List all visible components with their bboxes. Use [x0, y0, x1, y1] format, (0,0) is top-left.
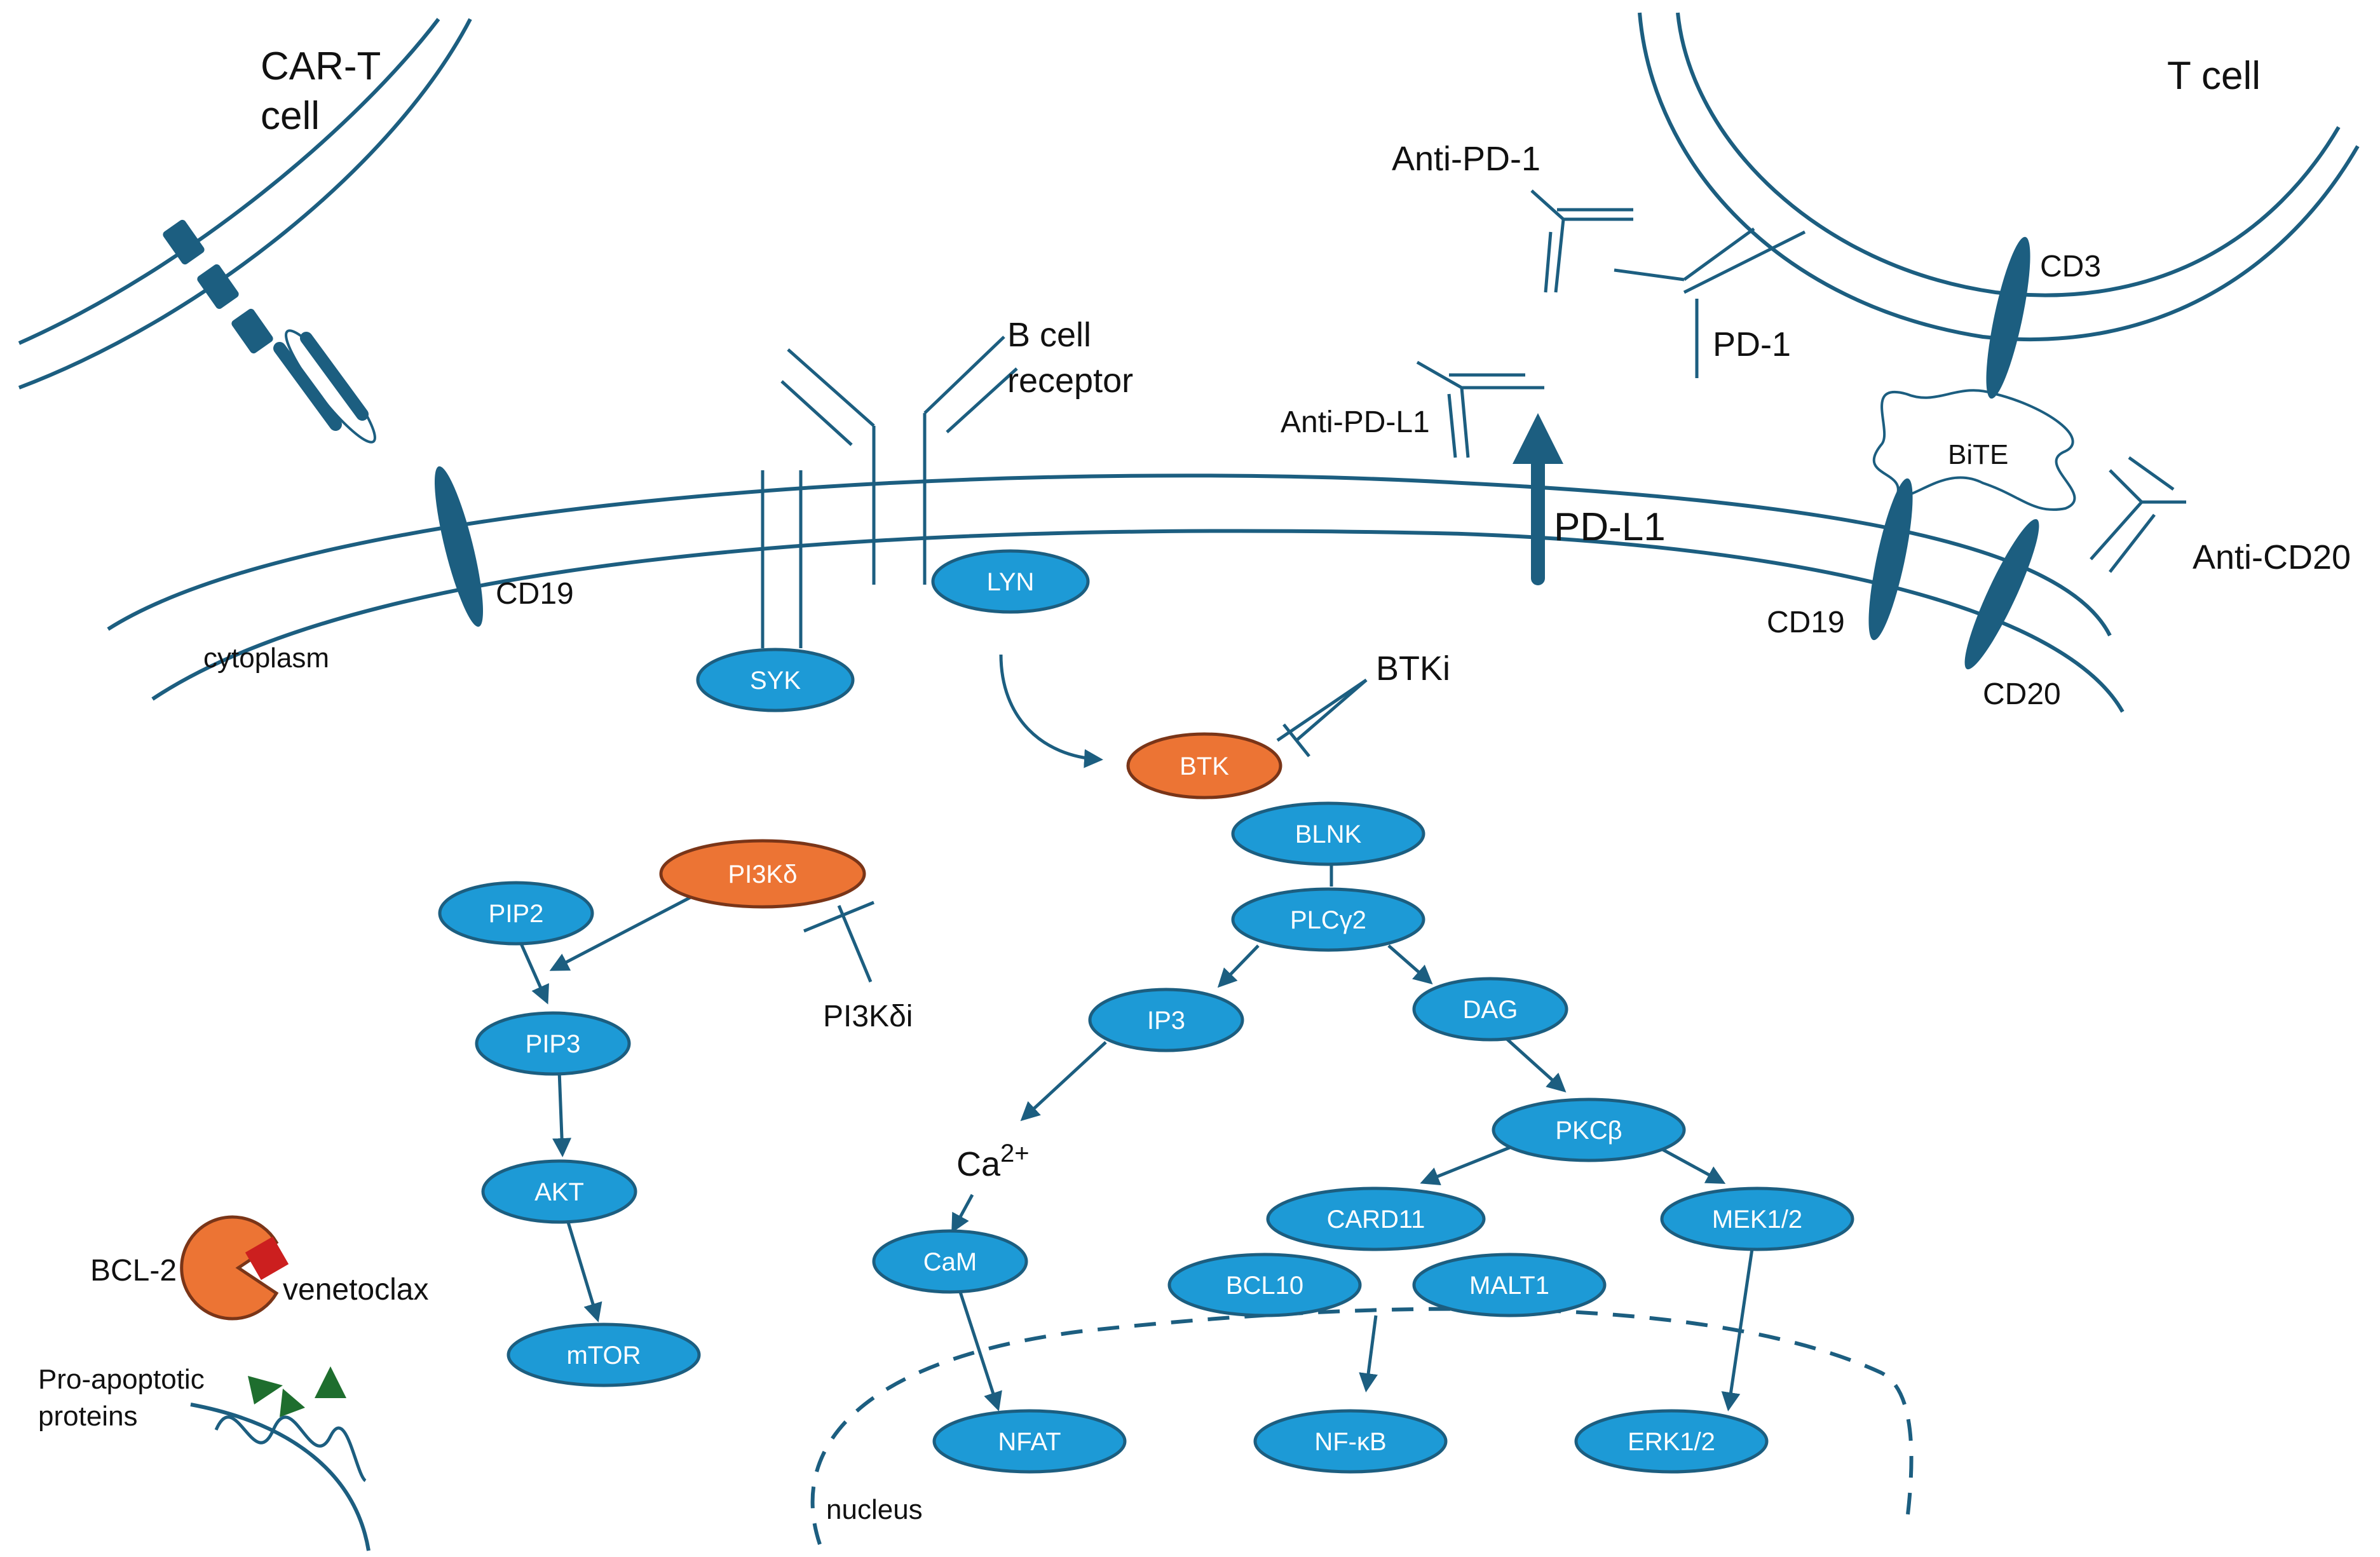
node-pip2-label: PIP2 — [489, 900, 544, 928]
node-pi3kd: PI3Kδ — [659, 839, 866, 909]
node-nfkb-label: NF-κB — [1314, 1428, 1386, 1456]
cd19-left-marker — [434, 466, 484, 627]
pathway-edges — [519, 654, 1756, 1411]
nucleus-membrane — [810, 1307, 1914, 1545]
node-pip3: PIP3 — [475, 1011, 631, 1076]
node-pkcb-label: PKCβ — [1555, 1117, 1622, 1145]
calcium-label: Ca2+ — [956, 1139, 1030, 1183]
node-plcg2-label: PLCγ2 — [1290, 906, 1366, 934]
node-nfat-label: NFAT — [998, 1428, 1061, 1456]
cd20-label: CD20 — [1983, 677, 2061, 711]
cd19-right-marker — [1868, 478, 1913, 641]
node-pip2: PIP2 — [438, 881, 594, 946]
node-cam: CaM — [872, 1229, 1028, 1294]
node-plcg2: PLCγ2 — [1231, 887, 1425, 952]
node-blnk-label: BLNK — [1295, 820, 1362, 848]
anti-pd1-antibody — [1530, 189, 1633, 293]
pd1-label: PD-1 — [1713, 325, 1791, 364]
cd20-marker — [1964, 519, 2039, 670]
node-dag-label: DAG — [1463, 996, 1518, 1024]
node-cam-label: CaM — [923, 1248, 977, 1276]
bite-molecule — [1872, 389, 2076, 511]
venetoclax-drug — [245, 1236, 289, 1281]
node-ip3: IP3 — [1088, 988, 1244, 1052]
node-mek-label: MEK1/2 — [1712, 1206, 1802, 1234]
bcl2-label: BCL-2 — [90, 1254, 177, 1288]
node-erk: ERK1/2 — [1574, 1409, 1769, 1474]
node-akt: AKT — [481, 1159, 637, 1224]
node-akt-label: AKT — [534, 1178, 584, 1206]
car-t-cell-membrane — [18, 18, 472, 390]
car-t-label: CAR-T cell — [261, 44, 391, 138]
cd3-label: CD3 — [2040, 250, 2101, 283]
btki-label: BTKi — [1376, 649, 1450, 688]
node-malt1: MALT1 — [1412, 1253, 1607, 1317]
b-cell-receptor — [780, 336, 1018, 585]
pdl1-ligand — [1513, 413, 1563, 585]
syk-transmembrane — [761, 470, 803, 648]
node-nfat: NFAT — [932, 1409, 1127, 1474]
pdl1-label: PD-L1 — [1554, 505, 1666, 549]
cytoplasm-label: cytoplasm — [203, 643, 329, 674]
node-card11-label: CARD11 — [1327, 1206, 1425, 1234]
node-pkcb: PKCβ — [1492, 1098, 1686, 1162]
anti-cd20-label: Anti-CD20 — [2193, 538, 2351, 576]
node-nfkb: NF-κB — [1253, 1409, 1448, 1474]
node-mtor: mTOR — [507, 1322, 701, 1387]
node-lyn: LYN — [931, 549, 1090, 614]
anti-pdl1-label: Anti-PD-L1 — [1281, 405, 1430, 439]
cd19-left-label: CD19 — [496, 577, 574, 611]
node-mek: MEK1/2 — [1660, 1186, 1854, 1251]
car-receptor — [163, 219, 376, 444]
node-erk-label: ERK1/2 — [1628, 1428, 1715, 1456]
node-pi3kd-label: PI3Kδ — [728, 860, 798, 888]
anti-pd1-label: Anti-PD-1 — [1392, 140, 1540, 178]
cd3-marker — [1986, 236, 2030, 399]
node-lyn-label: LYN — [987, 568, 1035, 596]
node-dag: DAG — [1412, 977, 1568, 1042]
cd19-right-label: CD19 — [1767, 606, 1845, 639]
mitochondrion-membrane — [190, 1403, 371, 1551]
node-bcl10: BCL10 — [1167, 1253, 1362, 1317]
node-btk: BTK — [1126, 732, 1282, 799]
t-cell-membrane — [1638, 12, 2360, 341]
node-syk-label: SYK — [750, 667, 801, 695]
bcr-label: B cell receptor — [1007, 316, 1133, 400]
mitochondrion-cristae — [214, 1415, 367, 1483]
node-pip3-label: PIP3 — [526, 1030, 581, 1058]
anti-cd20-antibody — [2090, 456, 2186, 573]
venetoclax-label: venetoclax — [283, 1273, 428, 1307]
node-syk: SYK — [696, 648, 855, 712]
node-malt1-label: MALT1 — [1469, 1272, 1549, 1300]
node-blnk: BLNK — [1231, 801, 1425, 866]
anti-pdl1-antibody — [1416, 360, 1544, 458]
node-card11: CARD11 — [1266, 1186, 1486, 1251]
pro-apoptotic-proteins — [248, 1366, 346, 1417]
pd1-receptor — [1614, 227, 1806, 378]
nucleus-label: nucleus — [826, 1494, 923, 1525]
pi3kdi-label: PI3Kδi — [823, 1000, 913, 1033]
b-cell-membrane — [107, 473, 2125, 713]
node-mtor-label: mTOR — [566, 1342, 641, 1370]
node-bcl10-label: BCL10 — [1226, 1272, 1303, 1300]
t-cell-label: T cell — [2167, 54, 2261, 98]
node-btk-label: BTK — [1180, 752, 1229, 780]
node-ip3-label: IP3 — [1147, 1007, 1185, 1035]
bcl2-protein — [180, 1215, 279, 1321]
bite-label: BiTE — [1948, 439, 2008, 470]
pro-apoptotic-label: Pro-apoptotic proteins — [38, 1364, 212, 1432]
